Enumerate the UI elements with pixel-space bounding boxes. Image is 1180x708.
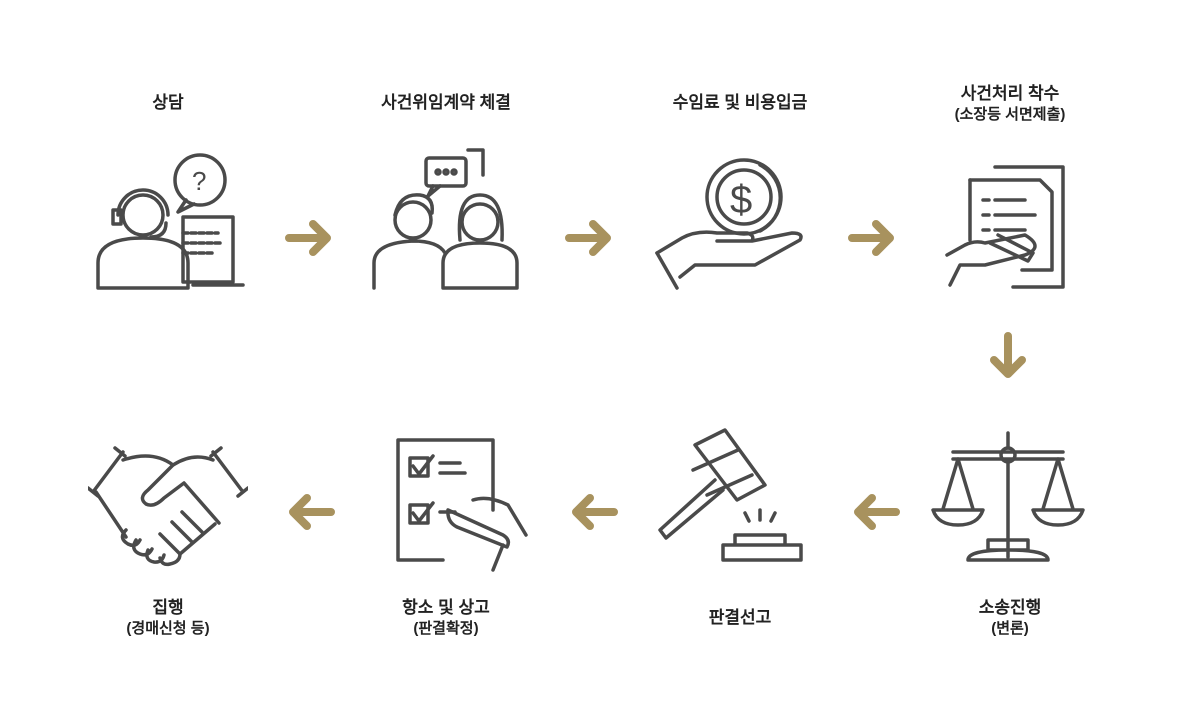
arrow-right-icon xyxy=(565,220,611,256)
arrow-left-icon xyxy=(289,494,335,530)
step-title: 집행 xyxy=(152,598,184,617)
scales-icon xyxy=(928,425,1088,575)
handshake-icon xyxy=(86,430,250,580)
checklist-icon xyxy=(378,430,538,580)
arrow-down-icon xyxy=(990,332,1026,378)
step-subtitle: (경매신청 등) xyxy=(126,620,210,637)
step-1-label: 상담 xyxy=(48,92,288,113)
svg-text:?: ? xyxy=(192,166,206,196)
step-title: 상담 xyxy=(152,93,184,112)
consultant-headset-icon: ? xyxy=(88,145,248,295)
step-title: 사건위임계약 체결 xyxy=(381,93,511,112)
arrow-left-icon xyxy=(854,494,900,530)
arrow-right-icon xyxy=(285,220,331,256)
step-8-label: 집행 (경매신청 등) xyxy=(48,597,288,639)
gavel-icon xyxy=(655,425,815,575)
arrow-left-icon xyxy=(572,494,618,530)
step-5-label: 소송진행 (변론) xyxy=(890,597,1130,639)
svg-text:$: $ xyxy=(730,178,752,222)
step-2-label: 사건위임계약 체결 xyxy=(326,92,566,113)
step-title: 항소 및 상고 xyxy=(402,598,490,617)
step-title: 사건처리 착수 xyxy=(960,84,1060,103)
hand-coin-icon: $ xyxy=(652,145,812,295)
step-3-label: 수임료 및 비용입금 xyxy=(620,92,860,113)
step-subtitle: (소장등 서면제출) xyxy=(954,106,1066,123)
arrow-right-icon xyxy=(848,220,894,256)
step-title: 소송진행 xyxy=(978,598,1042,617)
step-subtitle: (변론) xyxy=(991,620,1029,637)
step-6-label: 판결선고 xyxy=(620,607,860,628)
two-people-chat-icon xyxy=(368,140,528,290)
step-7-label: 항소 및 상고 (판결확정) xyxy=(326,597,566,639)
step-subtitle: (판결확정) xyxy=(413,620,479,637)
document-writing-icon xyxy=(935,145,1095,295)
step-title: 수임료 및 비용입금 xyxy=(672,93,808,112)
step-title: 판결선고 xyxy=(708,608,772,627)
step-4-label: 사건처리 착수 (소장등 서면제출) xyxy=(890,83,1130,125)
